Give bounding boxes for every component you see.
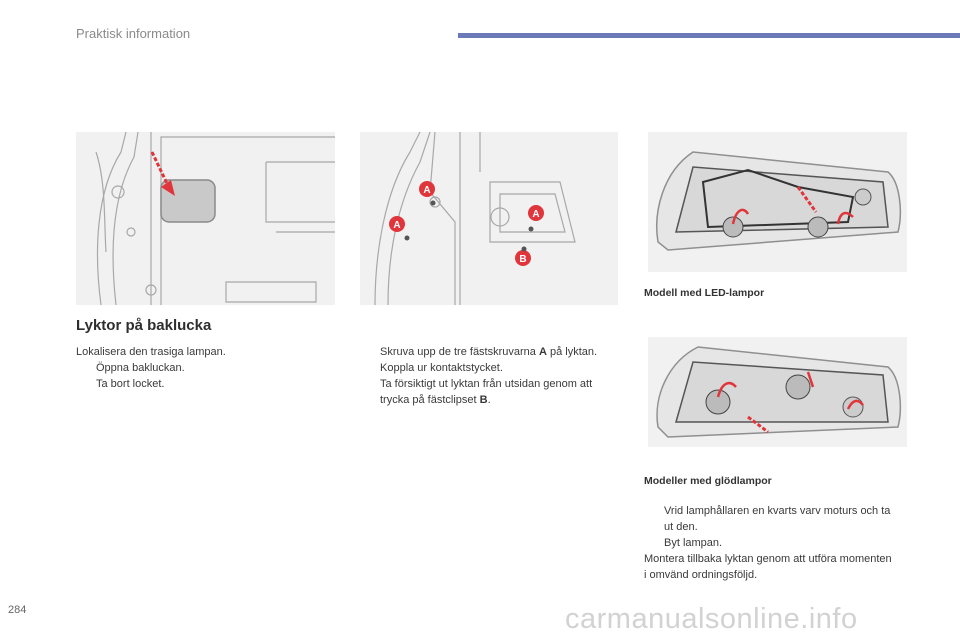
step-open-tailgate: Öppna bakluckan. xyxy=(96,362,185,374)
step-turn-holder: Vrid lamphållaren en kvarts varv moturs … xyxy=(664,505,891,533)
column-3-text: Vrid lamphållaren en kvarts varv moturs … xyxy=(644,503,894,583)
list-item: Byt lampan. xyxy=(644,535,894,551)
outro-text: Montera tillbaka lyktan genom att utföra… xyxy=(644,553,892,581)
bold-label-b: B xyxy=(479,394,488,406)
column-2-text: Skruva upp de tre fästskruvarna A på lyk… xyxy=(360,344,610,408)
marker-a-1 xyxy=(419,181,435,197)
cover-panel xyxy=(160,179,216,223)
list-item: Ta försiktigt ut lyktan från utsidan gen… xyxy=(360,376,610,408)
bulb-lamp-illustration xyxy=(656,346,902,438)
list-item: Koppla ur kontaktstycket. xyxy=(360,360,610,376)
list-item: Skruva upp de tre fästskruvarna A på lyk… xyxy=(360,344,610,360)
intro-text: Lokalisera den trasiga lampan. xyxy=(76,346,226,358)
step-unscrew: Skruva upp de tre fästskruvarna A på lyk… xyxy=(380,346,598,358)
header-accent-bar xyxy=(458,33,960,38)
page-number: 284 xyxy=(8,604,27,616)
step-replace-bulb: Byt lampan. xyxy=(664,537,723,549)
list-item: Öppna bakluckan. xyxy=(76,360,326,376)
marker-a-2 xyxy=(389,216,405,232)
bullet-icon xyxy=(360,376,380,408)
tailgate-cover-illustration xyxy=(95,132,335,305)
step-disconnect: Koppla ur kontaktstycket. xyxy=(380,362,503,374)
list-item: Ta bort locket. xyxy=(76,376,326,392)
caption-led: Modell med LED-lampor xyxy=(644,287,765,299)
step-remove-cover: Ta bort locket. xyxy=(96,378,165,390)
label-a-1: A xyxy=(423,185,430,196)
bold-label-a: A xyxy=(538,346,547,358)
label-a-3: A xyxy=(532,209,539,220)
marker-b xyxy=(515,250,531,266)
led-lamp-illustration xyxy=(656,151,902,251)
label-a-2: A xyxy=(393,220,400,231)
caption-bulb: Modeller med glödlampor xyxy=(644,475,772,487)
marker-a-3 xyxy=(528,205,544,221)
step-remove-lamp: Ta försiktigt ut lyktan från utsidan gen… xyxy=(380,378,593,406)
figure-led-lamp xyxy=(648,132,907,272)
watermark: carmanualsonline.info xyxy=(565,603,858,635)
label-b: B xyxy=(519,254,526,265)
list-item: Vrid lamphållaren en kvarts varv moturs … xyxy=(644,503,894,535)
figure-tailgate-cover xyxy=(76,132,335,305)
figure-lamp-fasteners: A A A B xyxy=(360,132,618,305)
bullet-icon xyxy=(360,360,380,376)
header-title: Praktisk information xyxy=(76,26,191,41)
section-title: Lyktor på baklucka xyxy=(76,317,212,334)
bullet-icon xyxy=(644,503,664,535)
bullet-icon xyxy=(76,376,96,392)
bullet-icon xyxy=(360,344,380,360)
lamp-fasteners-illustration: A A A B xyxy=(374,132,576,305)
column-1-text: Lokalisera den trasiga lampan. Öppna bak… xyxy=(76,344,326,392)
bullet-icon xyxy=(644,535,664,551)
figure-bulb-lamp xyxy=(648,337,907,447)
bullet-icon xyxy=(76,360,96,376)
